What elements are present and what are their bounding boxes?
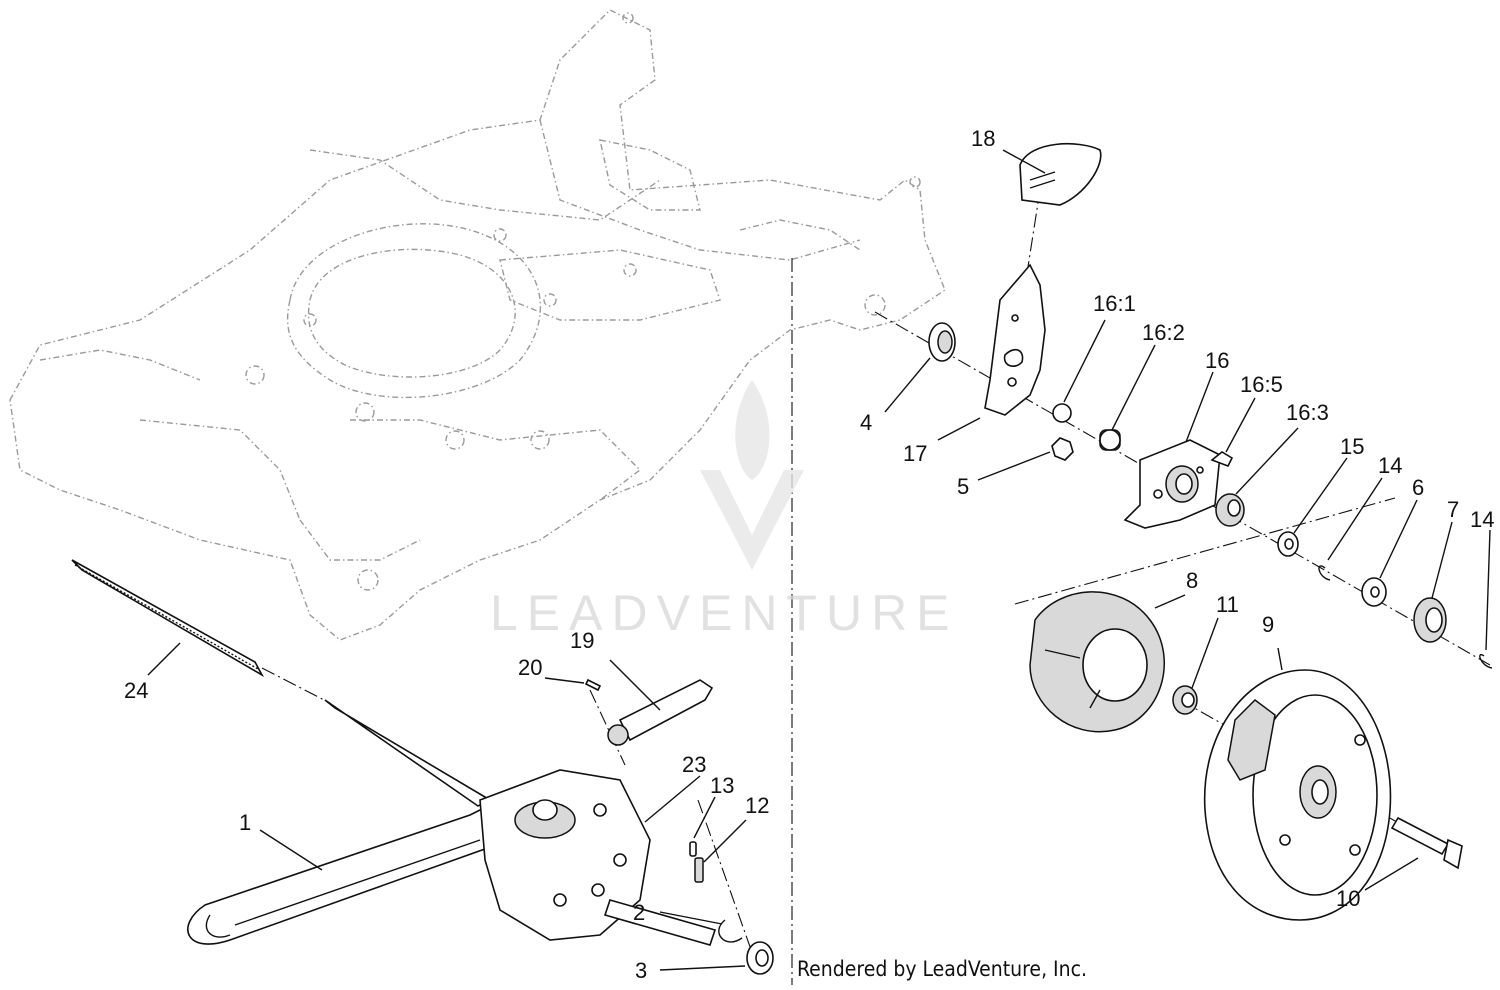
callout-3: 3: [635, 958, 647, 983]
callout-6: 6: [1412, 475, 1424, 500]
callout-13: 13: [710, 773, 734, 798]
callout-15: 15: [1340, 434, 1364, 459]
callout-16-2: 16:2: [1142, 320, 1185, 345]
callout-7: 7: [1447, 497, 1459, 522]
part-15-washer: [1277, 531, 1299, 557]
callout-10: 10: [1336, 886, 1360, 911]
callout-4: 4: [860, 410, 872, 435]
part-4-bushing: [928, 322, 956, 362]
callout-1: 1: [239, 810, 251, 835]
part-13-key: [689, 841, 697, 857]
part-16-1-bearing: [1052, 403, 1072, 423]
part-23-transmission: [479, 769, 717, 946]
watermark: LEADVENTURE: [490, 380, 959, 641]
part-11-bushing: [1172, 685, 1198, 715]
part-5-nut: [1051, 437, 1074, 461]
callout-12: 12: [745, 793, 769, 818]
part-17-adjuster-plate: [984, 263, 1046, 416]
part-16-3-spacer: [1215, 493, 1245, 527]
part-1-drive-shaft: [187, 699, 511, 945]
part-14-retaining-ring: [1318, 565, 1331, 581]
callout-19: 19: [570, 628, 594, 653]
part-7-pinion-gear: [1413, 597, 1447, 643]
part-12-spring: [694, 857, 704, 883]
callout-20: 20: [518, 655, 542, 680]
part-9-wheel: [1203, 669, 1392, 921]
part-19-shift-lever: [607, 679, 714, 746]
part-10-shoulder-bolt: [1390, 816, 1463, 870]
callout-23: 23: [682, 752, 706, 777]
callout-18: 18: [971, 126, 995, 151]
callout-8: 8: [1186, 568, 1198, 593]
part-8-gear-cover: [1029, 591, 1165, 733]
callout-17: 17: [903, 441, 927, 466]
part-20-roll-pin: [584, 678, 602, 692]
callout-labels: 18 16:1 16:2 16 16:5 16:3 15 14 6 7 14 4…: [124, 126, 1494, 983]
callout-2: 2: [633, 900, 645, 925]
mower-deck-phantom: [9, 9, 946, 641]
render-credit: Rendered by LeadVenture, Inc.: [797, 957, 1087, 981]
callout-14: 14: [1378, 453, 1402, 478]
part-24-cable-sleeve: [71, 559, 265, 678]
part-16-2-spacer: [1099, 429, 1121, 451]
part-16-5-grease-fitting: [1210, 451, 1234, 468]
callout-11: 11: [1216, 592, 1239, 617]
watermark-text: LEADVENTURE: [490, 585, 959, 641]
callout-16-5: 16:5: [1240, 372, 1283, 397]
part-14-retaining-ring-outer: [1479, 654, 1493, 669]
part-16-bracket: [1123, 439, 1221, 529]
part-3-washer: [746, 941, 774, 975]
part-2-retaining-ring: [718, 919, 743, 943]
callout-16: 16: [1205, 348, 1229, 373]
callout-24: 24: [124, 678, 148, 703]
part-6-washer: [1361, 577, 1387, 607]
callout-16-3: 16:3: [1286, 400, 1329, 425]
part-18-grip: [1019, 142, 1102, 206]
callout-5: 5: [957, 474, 969, 499]
callout-14-outer: 14: [1470, 507, 1494, 532]
callout-leaders: [147, 149, 1491, 971]
callout-16-1: 16:1: [1093, 291, 1136, 316]
callout-9: 9: [1262, 612, 1274, 637]
